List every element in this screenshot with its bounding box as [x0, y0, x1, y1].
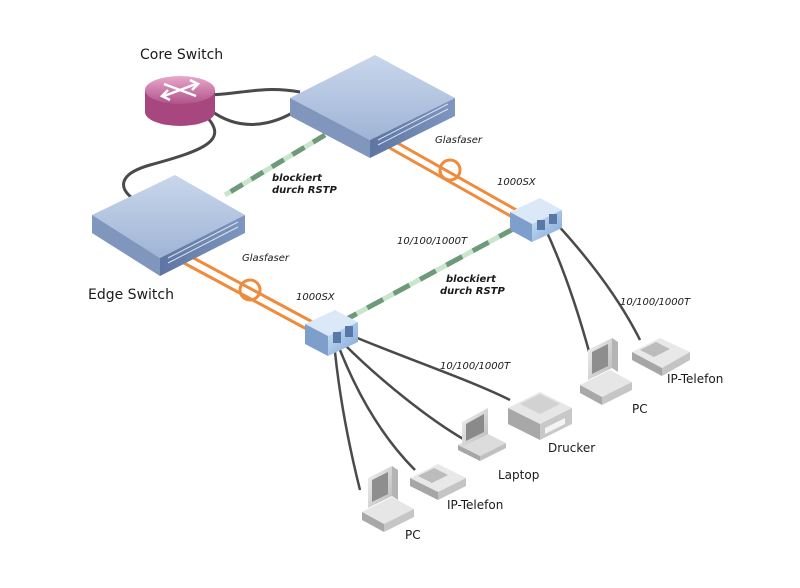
- core-switch[interactable]: [145, 76, 215, 126]
- label-1000sx-top: 1000SX: [497, 177, 536, 188]
- cable-bottom-printer: [349, 333, 511, 402]
- label-laptop: Laptop: [498, 468, 540, 482]
- label-speed-mid: 10/100/1000T: [397, 236, 468, 247]
- label-blocked-top-line2: durch RSTP: [272, 185, 337, 196]
- label-core-switch: Core Switch: [140, 47, 224, 63]
- label-1000sx-bottom: 1000SX: [296, 292, 335, 303]
- ip-phone-bottom[interactable]: [410, 464, 466, 500]
- label-pc-bottom: PC: [405, 528, 421, 542]
- label-blocked-mid-line1: blockiert: [446, 274, 496, 285]
- core-switch-arrows-icon: [159, 78, 201, 102]
- cable-core-top: [204, 88, 301, 97]
- fiber-link-bottom: [181, 253, 321, 335]
- label-blocked-mid: blockiert durch RSTP: [440, 274, 505, 298]
- cable-bottom-phone: [338, 349, 416, 471]
- edge-switch[interactable]: [92, 175, 245, 276]
- laptop[interactable]: [458, 408, 506, 461]
- media-converter-right[interactable]: [510, 198, 562, 242]
- label-phone-bottom: IP-Telefon: [447, 498, 504, 512]
- cable-right-phone: [554, 221, 642, 341]
- label-phone-right: IP-Telefon: [667, 372, 724, 386]
- blocked-link-top-dash: [223, 132, 327, 198]
- label-glasfaser-top: Glasfaser: [435, 135, 482, 146]
- blocked-link-mid-dash: [343, 225, 517, 323]
- ip-phone-right[interactable]: [632, 338, 690, 376]
- label-pc-right: PC: [632, 402, 648, 416]
- printer[interactable]: [508, 392, 572, 440]
- label-blocked-top: blockiert durch RSTP: [272, 173, 337, 197]
- pc-bottom[interactable]: [362, 466, 414, 532]
- cable-right-pc: [543, 227, 592, 356]
- fiber-link-top: [371, 130, 521, 220]
- label-edge-switch: Edge Switch: [88, 287, 174, 303]
- pc-right[interactable]: [580, 338, 632, 405]
- label-blocked-top-line1: blockiert: [272, 173, 322, 184]
- label-printer: Drucker: [548, 441, 596, 455]
- label-speed-right: 10/100/1000T: [620, 297, 691, 308]
- cable-bottom-laptop: [344, 344, 466, 442]
- label-speed-bottom: 10/100/1000T: [440, 361, 511, 372]
- cable-core-edge: [122, 113, 217, 202]
- label-glasfaser-bottom: Glasfaser: [242, 253, 289, 264]
- media-converter-bottom[interactable]: [305, 310, 358, 356]
- top-switch[interactable]: [290, 55, 455, 158]
- label-blocked-mid-line2: durch RSTP: [440, 286, 505, 297]
- cable-bottom-pc: [333, 351, 362, 491]
- cable-top-right-grey: [209, 106, 301, 126]
